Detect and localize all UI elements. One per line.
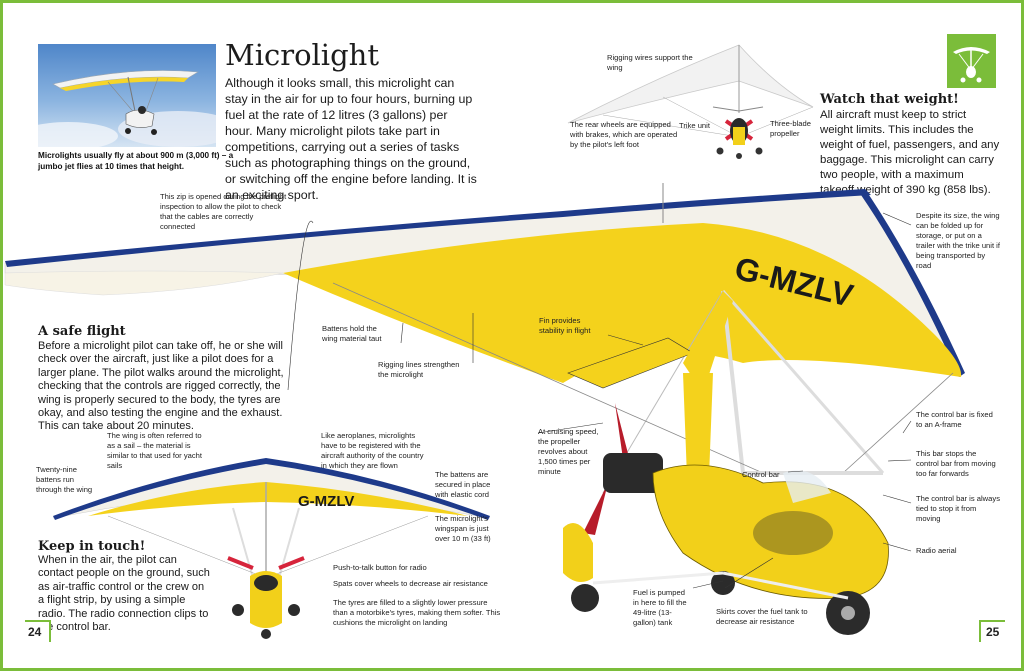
label-rigging-wires: Rigging wires support the wing	[607, 53, 693, 72]
weight-text: All aircraft must keep to strict weight …	[820, 109, 1000, 196]
label-radio-aerial: Radio aerial	[916, 546, 957, 555]
label-registered: Like aeroplanes, microlights have to be …	[321, 431, 424, 470]
label-skirts: Skirts cover the fuel tank to decrease a…	[716, 607, 808, 626]
side-registration: G-MZLV	[298, 493, 354, 510]
weight-heading: Watch that weight!	[820, 92, 959, 107]
label-twenty-nine: Twenty-nine battens run through the wing	[36, 465, 93, 494]
label-fin: Fin provides stability in flight	[539, 316, 591, 335]
safe-flight-text: Before a microlight pilot can take off, …	[38, 340, 284, 433]
front-view-illustration	[567, 44, 814, 159]
label-three-blade: Three-blade propeller	[770, 119, 811, 138]
label-despite-size: Despite its size, the wing can be folded…	[916, 211, 1000, 270]
label-battens-hold: Battens hold the wing material taut	[322, 324, 382, 343]
flying-microlight-illustration	[38, 70, 216, 147]
main-microlight-illustration: G-MZLV	[4, 183, 965, 635]
safe-flight-heading: A safe flight	[38, 324, 126, 339]
label-trike-unit: Trike unit	[679, 121, 710, 130]
label-cruising: At cruising speed, the propeller revolve…	[538, 427, 599, 476]
label-tyres: The tyres are filled to a slightly lower…	[333, 598, 501, 627]
page-title: Microlight	[225, 38, 379, 72]
left-page-number-box: 24	[25, 620, 51, 642]
microlight-corner-icon	[953, 47, 990, 83]
label-bar-tied: The control bar is always tied to stop i…	[916, 494, 1000, 523]
label-wing-material: The wing is often referred to as a sail …	[107, 431, 202, 470]
keep-in-touch-heading: Keep in touch!	[38, 539, 146, 554]
side-view-illustration: G-MZLV	[52, 458, 491, 639]
label-rigging-lines: Rigging lines strengthen the microlight	[378, 360, 460, 379]
label-spats: Spats cover wheels to decrease air resis…	[333, 579, 488, 588]
flying-photo	[38, 44, 216, 147]
label-fuel: Fuel is pumped in here to fill the 49-li…	[633, 588, 687, 627]
label-rear-wheels: The rear wheels are equipped with brakes…	[570, 120, 678, 149]
label-battens-secured: The battens are secured in place with el…	[435, 470, 491, 499]
keep-in-touch-text: When in the air, the pilot can contact p…	[38, 554, 210, 634]
label-wingspan: The microlight's wingspan is just over 1…	[435, 514, 491, 543]
intro-text: Although it looks small, this microlight…	[225, 76, 477, 202]
label-bar-stops: This bar stops the control bar from movi…	[916, 449, 996, 478]
label-push-to-talk: Push-to-talk button for radio	[333, 563, 427, 572]
label-zip: This zip is opened during the preflight …	[160, 192, 287, 231]
left-page-number: 24	[28, 625, 42, 639]
label-control-bar-aframe: The control bar is fixed to an A-frame	[916, 410, 993, 429]
label-control-bar: Control bar	[742, 470, 780, 479]
right-page-number: 25	[986, 625, 1000, 639]
corner-badge	[947, 34, 996, 88]
photo-caption: Microlights usually fly at about 900 m (…	[38, 151, 234, 171]
right-page-number-box: 25	[979, 620, 1005, 642]
